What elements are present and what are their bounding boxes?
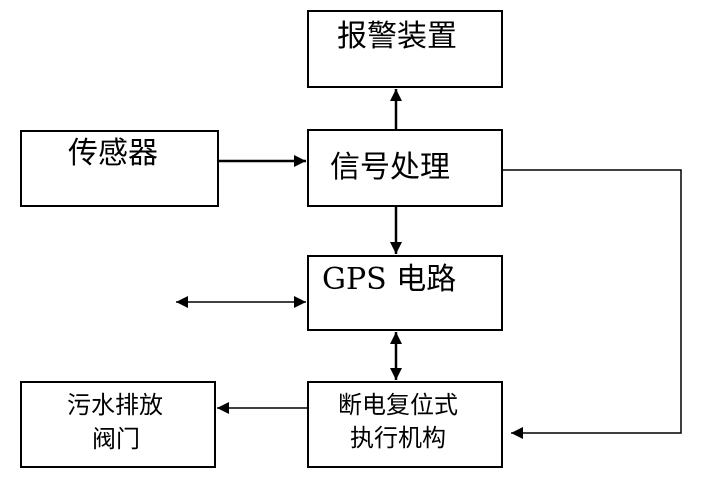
sensor-label: 传感器 xyxy=(68,136,158,171)
reset-actuator-label-line1: 断电复位式 xyxy=(338,391,458,419)
reset-actuator-box xyxy=(307,381,503,468)
alarm-device-box xyxy=(307,10,503,88)
signal-processing-label: 信号处理 xyxy=(330,150,450,185)
alarm-device-label: 报警装置 xyxy=(337,19,457,54)
reset-actuator-label-line2: 执行机构 xyxy=(350,424,446,452)
signal-processing-box xyxy=(307,129,503,207)
sewage-valve-label-line1: 污水排放 xyxy=(67,391,163,419)
sewage-valve-label-line2: 阀门 xyxy=(92,425,140,453)
sewage-valve-box xyxy=(20,381,216,468)
arrow-signal-to-reset-loop xyxy=(503,169,682,439)
sensor-box xyxy=(20,130,219,207)
gps-circuit-label: GPS 电路 xyxy=(322,262,457,297)
gps-circuit-box xyxy=(307,255,503,331)
